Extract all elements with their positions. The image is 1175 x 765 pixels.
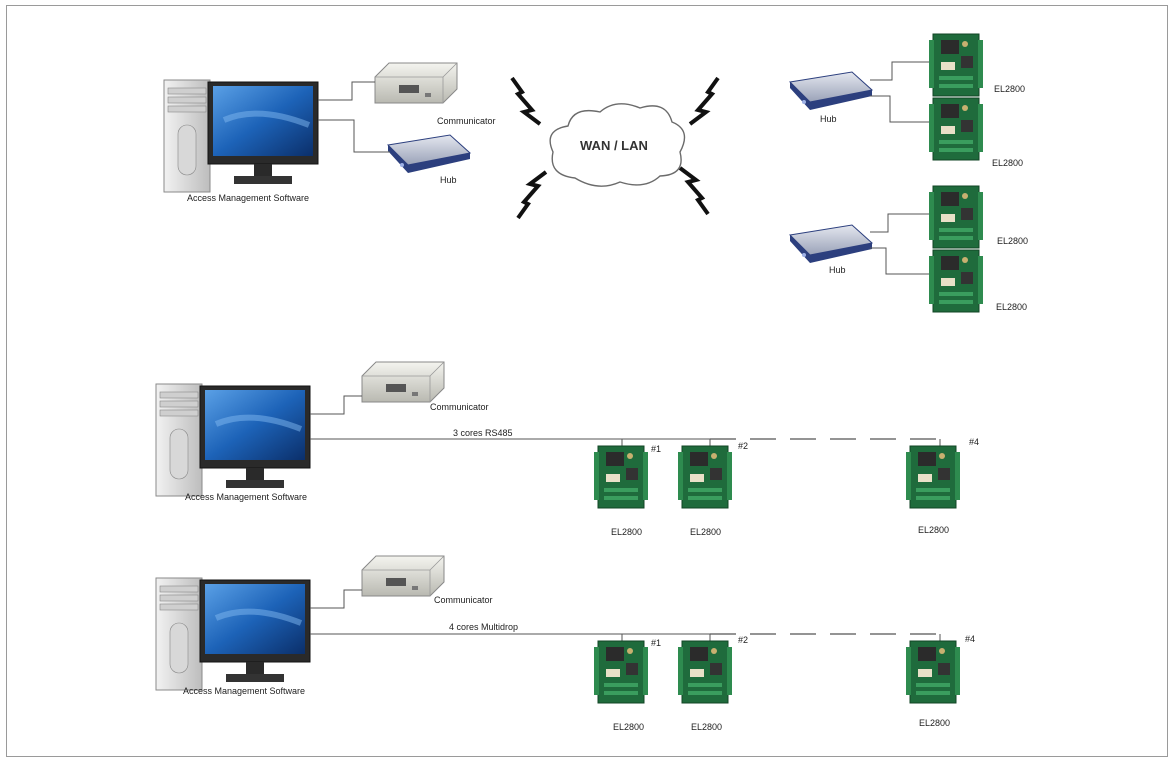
lightning-icon xyxy=(688,76,720,126)
node-number: #4 xyxy=(969,437,980,447)
bottom-communicator-label: Communicator xyxy=(434,595,493,605)
diagram-frame xyxy=(6,5,1168,757)
controller-label: EL2800 xyxy=(690,527,722,537)
controller-label: EL2800 xyxy=(691,722,723,732)
controller-board xyxy=(928,249,984,313)
top-communicator-label: Communicator xyxy=(437,116,496,126)
bottom-computer xyxy=(156,578,310,690)
remote-hub-1-label: Hub xyxy=(820,114,837,124)
wan-lan-cloud xyxy=(549,103,686,187)
middle-section xyxy=(156,361,961,509)
remote-hub-2-label: Hub xyxy=(829,265,846,275)
top-computer xyxy=(164,80,318,192)
pc-hub-link xyxy=(318,119,390,153)
node-number: #1 xyxy=(651,444,662,454)
middle-software-label: Access Management Software xyxy=(185,492,308,502)
controller-label: EL2800 xyxy=(996,302,1028,312)
controller-label: EL2800 xyxy=(611,527,643,537)
node-number: #2 xyxy=(738,441,749,451)
controller-label: EL2800 xyxy=(997,236,1029,246)
node-number: #2 xyxy=(738,635,749,645)
controller-board xyxy=(905,445,961,509)
pc-comm-link xyxy=(318,81,375,101)
top-local-hub xyxy=(387,134,471,174)
controller-board xyxy=(905,640,961,704)
controller-label: EL2800 xyxy=(992,158,1024,168)
controller-label: EL2800 xyxy=(613,722,645,732)
bottom-software-label: Access Management Software xyxy=(183,686,306,696)
rs485-cable-label: 3 cores RS485 xyxy=(453,428,513,438)
top-section xyxy=(164,33,984,313)
middle-computer xyxy=(156,384,310,496)
top-software-label: Access Management Software xyxy=(187,193,310,203)
lightning-icon xyxy=(510,76,542,126)
controller-label: EL2800 xyxy=(919,718,951,728)
lightning-icon xyxy=(516,170,548,220)
multidrop-cable-label: 4 cores Multidrop xyxy=(449,622,519,632)
middle-communicator-label: Communicator xyxy=(430,402,489,412)
controller-board xyxy=(928,185,984,249)
middle-communicator xyxy=(361,361,445,403)
lightning-icon xyxy=(678,166,710,216)
controller-board xyxy=(677,445,733,509)
controller-label: EL2800 xyxy=(994,84,1026,94)
controller-board xyxy=(928,97,984,161)
remote-hub-2 xyxy=(789,224,873,264)
controller-label: EL2800 xyxy=(918,525,950,535)
top-communicator xyxy=(374,62,458,104)
top-local-hub-label: Hub xyxy=(440,175,457,185)
controller-board xyxy=(593,445,649,509)
node-number: #4 xyxy=(965,634,976,644)
controller-board xyxy=(928,33,984,97)
bottom-communicator xyxy=(361,555,445,597)
cloud-label: WAN / LAN xyxy=(580,138,648,153)
controller-board xyxy=(677,640,733,704)
remote-hub-1 xyxy=(789,71,873,111)
controller-board xyxy=(593,640,649,704)
node-number: #1 xyxy=(651,638,662,648)
bottom-section xyxy=(156,555,961,704)
